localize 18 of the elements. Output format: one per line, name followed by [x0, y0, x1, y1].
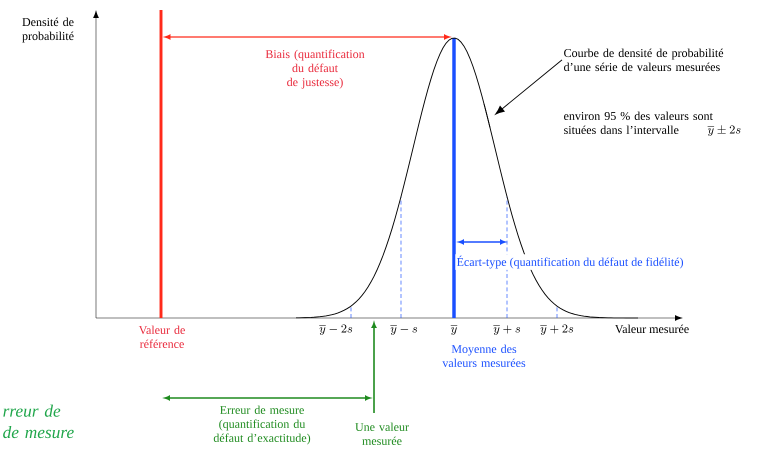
dimension-label: Écart-type (quantification du défaut de fidélité) — [455, 254, 685, 270]
formula-label: $\overline{y}\pm 2s$ — [708, 125, 740, 136]
value-label: Moyenne des valeurs mesurées — [442, 344, 526, 368]
curve-segment — [484, 103, 490, 128]
tick-label: $\overline{y}-2s$ — [319, 324, 352, 335]
dimension-label: Erreur de mesure (quantification du défaut d’exactitude) — [214, 406, 310, 444]
axis-label: Densité de probabilité — [22, 18, 74, 42]
bias-label: Biais (quantification du défaut de justesse) — [266, 50, 364, 89]
tick-label: $\overline{y}$ — [450, 325, 458, 335]
value-label: Une valeur mesurée — [355, 422, 409, 446]
cut-text: rreur de de mesure — [3, 404, 74, 438]
tick-label: $\overline{y}+s$ — [493, 325, 520, 335]
tick-label: $\overline{y}+2s$ — [540, 324, 574, 335]
leader-line — [495, 59, 562, 115]
curve-caption: Courbe de densité de probabilité d’une série de valeurs mesurées — [564, 48, 724, 72]
tick-label: $\overline{y}-s$ — [390, 325, 418, 335]
value-label: Valeur de référence — [138, 326, 185, 348]
axis-label: Valeur mesurée — [614, 324, 689, 334]
